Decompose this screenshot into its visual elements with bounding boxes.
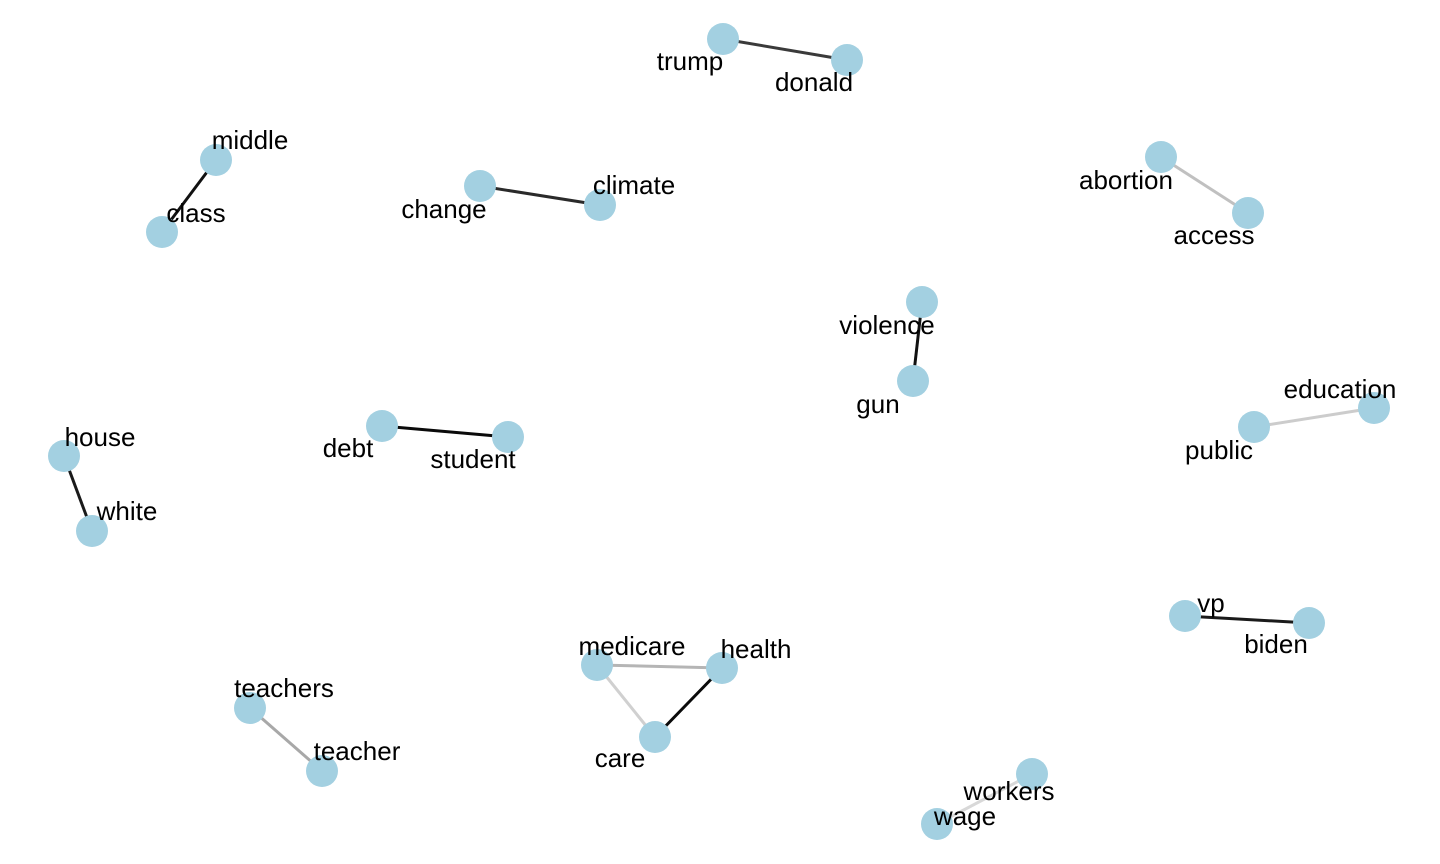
node-label-biden: biden [1244, 629, 1308, 659]
node-abortion [1145, 141, 1177, 173]
edge-change-climate [479, 184, 601, 207]
node-label-education: education [1284, 374, 1397, 404]
node-label-class: class [166, 198, 225, 228]
node-label-public: public [1185, 435, 1253, 465]
node-label-health: health [721, 634, 792, 664]
edge-abortion-access [1160, 155, 1249, 215]
edge-debt-student [381, 424, 509, 439]
node-vp [1169, 600, 1201, 632]
node-teachers [234, 692, 266, 724]
node-label-vp: vp [1197, 588, 1224, 618]
node-trump [707, 23, 739, 55]
node-label-white: white [96, 496, 158, 526]
node-class [146, 216, 178, 248]
node-biden [1293, 607, 1325, 639]
node-violence [906, 286, 938, 318]
edge-trump-donald [722, 37, 848, 62]
node-education [1358, 392, 1390, 424]
node-change [464, 170, 496, 202]
node-debt [366, 410, 398, 442]
node-label-donald: donald [775, 67, 853, 97]
node-access [1232, 197, 1264, 229]
node-health [706, 652, 738, 684]
node-donald [831, 44, 863, 76]
edge-workers-wage [936, 772, 1033, 826]
edge-vp-biden [1184, 614, 1310, 625]
edge-health-care [653, 666, 724, 739]
node-care [639, 721, 671, 753]
node-climate [584, 189, 616, 221]
node-label-violence: violence [839, 310, 934, 340]
node-label-wage: wage [933, 801, 996, 831]
node-label-gun: gun [856, 389, 899, 419]
node-student [492, 421, 524, 453]
node-label-house: house [65, 422, 136, 452]
node-label-teacher: teacher [314, 736, 401, 766]
node-teacher [306, 755, 338, 787]
node-label-abortion: abortion [1079, 165, 1173, 195]
nodes-layer [48, 23, 1390, 840]
node-label-climate: climate [593, 170, 675, 200]
node-label-teachers: teachers [234, 673, 334, 703]
node-medicare [581, 649, 613, 681]
node-label-trump: trump [657, 46, 723, 76]
node-workers [1016, 758, 1048, 790]
node-label-student: student [430, 444, 516, 474]
node-middle [200, 144, 232, 176]
node-label-care: care [595, 743, 646, 773]
edge-public-education [1253, 406, 1375, 429]
labels-layer: trump donald middle class change climate abort… [65, 46, 1397, 831]
node-white [76, 515, 108, 547]
node-wage [921, 808, 953, 840]
node-label-middle: middle [212, 125, 289, 155]
node-label-debt: debt [323, 433, 374, 463]
node-gun [897, 365, 929, 397]
edge-medicare-health [596, 663, 723, 670]
node-label-change: change [401, 194, 486, 224]
node-public [1238, 411, 1270, 443]
node-label-medicare: medicare [579, 631, 686, 661]
node-house [48, 440, 80, 472]
node-label-access: access [1174, 220, 1255, 250]
node-label-workers: workers [962, 776, 1054, 806]
